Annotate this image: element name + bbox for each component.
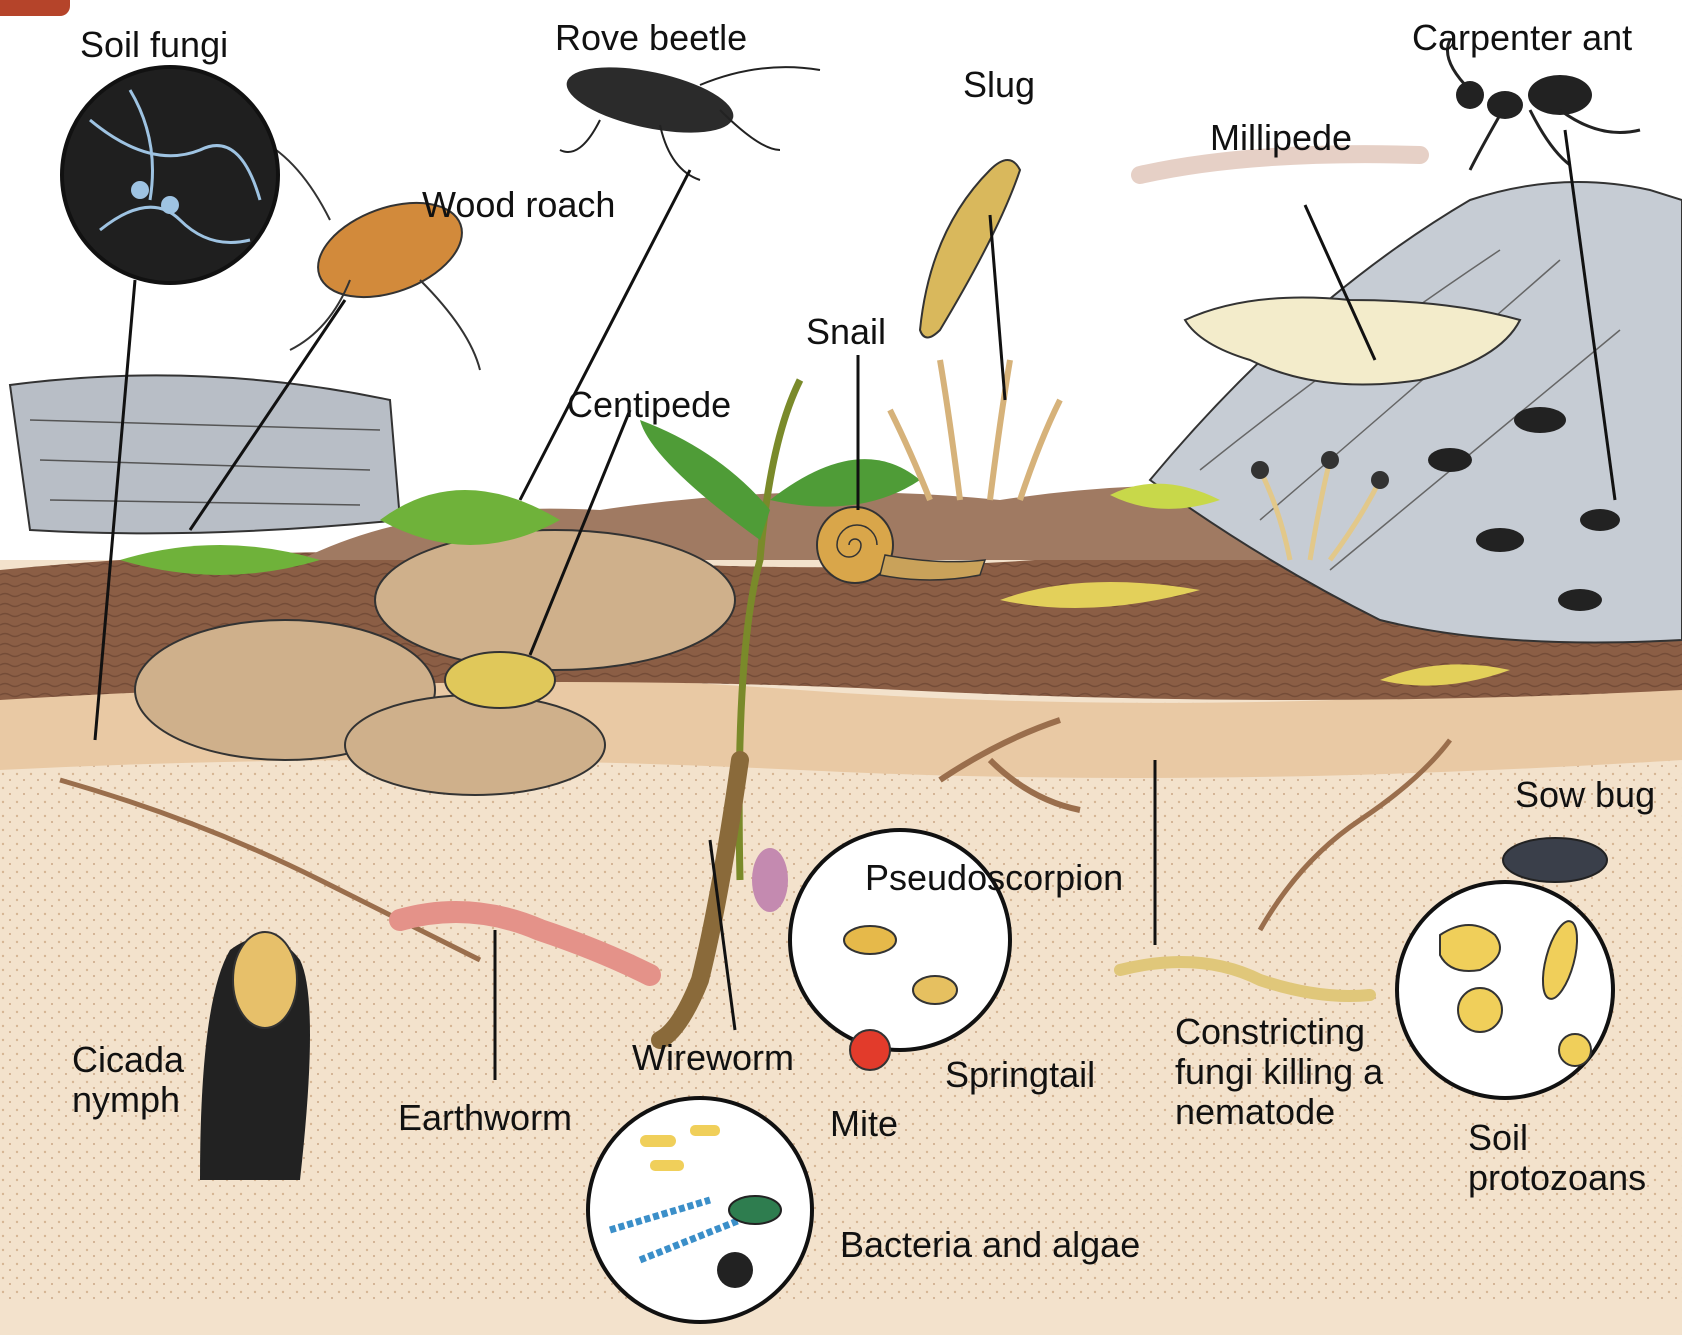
label-millipede: Millipede <box>1210 118 1352 158</box>
label-soil-fungi: Soil fungi <box>80 25 228 65</box>
label-wood-roach: Wood roach <box>422 185 615 225</box>
centipede-body <box>445 652 555 708</box>
label-constricting-fungi: Constricting fungi killing a nematode <box>1175 1012 1405 1132</box>
sow-bug-body <box>1503 838 1607 882</box>
cicada-nymph-body <box>233 932 297 1028</box>
label-pseudoscorpion: Pseudoscorpion <box>865 858 1123 898</box>
label-springtail: Springtail <box>945 1055 1095 1095</box>
label-rove-beetle: Rove beetle <box>555 18 747 58</box>
label-carpenter-ant: Carpenter ant <box>1412 18 1632 58</box>
label-wireworm: Wireworm <box>632 1038 794 1078</box>
rove-beetle-body <box>561 55 739 145</box>
slug-body <box>920 160 1020 338</box>
label-sow-bug: Sow bug <box>1515 775 1655 815</box>
carpenter-ant-abdomen <box>1528 75 1592 115</box>
label-earthworm: Earthworm <box>398 1098 572 1138</box>
label-cicada-nymph: Cicada nymph <box>72 1040 202 1120</box>
label-centipede: Centipede <box>567 385 731 425</box>
label-slug: Slug <box>963 65 1035 105</box>
rock-top <box>375 530 735 670</box>
seedling-bulb <box>752 848 788 912</box>
label-bacteria-algae: Bacteria and algae <box>840 1225 1140 1265</box>
label-snail: Snail <box>806 312 886 352</box>
soil-fungi-inset <box>62 67 278 283</box>
label-mite: Mite <box>830 1104 898 1144</box>
label-soil-protozoans: Soil protozoans <box>1468 1118 1658 1198</box>
rock-bottom <box>345 695 605 795</box>
